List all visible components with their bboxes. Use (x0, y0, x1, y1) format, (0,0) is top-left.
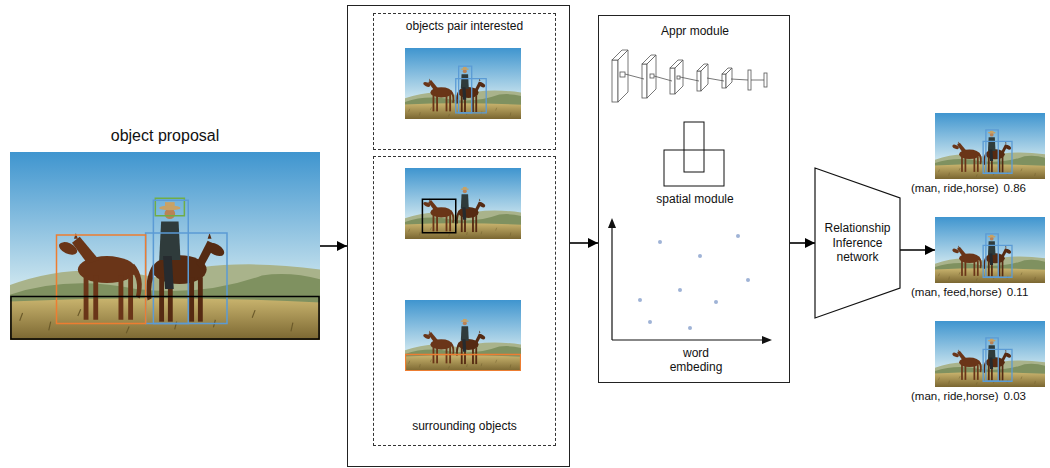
module-label: spatial module (635, 192, 755, 206)
photo-scene (405, 48, 521, 119)
result-score: 0.86 (1004, 182, 1026, 196)
trapezoid-shape (815, 168, 900, 318)
flow-arrow (320, 245, 347, 247)
result-photo: (man, ride,horse)0.86 (935, 113, 1045, 179)
photo (405, 300, 521, 371)
photo-scene (405, 168, 521, 239)
bounding-box (405, 355, 520, 371)
photo-scene (10, 152, 320, 340)
result-caption: (man, ride,horse) (911, 182, 999, 196)
dashed-group: objects pair interested (373, 13, 556, 150)
bounding-box (153, 200, 188, 323)
spatial-sketch (664, 122, 724, 186)
photo-scene (935, 321, 1045, 387)
dashed-group: surrounding objects (373, 156, 556, 446)
photo-scene (935, 217, 1045, 283)
bounding-box (11, 297, 319, 339)
flow-arrow (900, 249, 935, 251)
bounding-box (422, 199, 455, 232)
flow-arrow (790, 242, 815, 244)
result-photo: (man, ride,horse)0.03 (935, 321, 1045, 387)
bounding-box (986, 234, 998, 277)
group-label: objects pair interested (374, 19, 555, 33)
photo-scene (405, 300, 521, 371)
bounding-box (986, 338, 998, 381)
group-label: surrounding objects (374, 419, 555, 433)
trapezoid-label: Relationship Inference network (823, 221, 892, 264)
stage-panel: objects pair interested surrounding objec… (347, 5, 570, 467)
module-panel: Appr module spatial module word embeding (598, 15, 790, 383)
scatter-plot (608, 218, 772, 344)
photo (405, 48, 521, 119)
bounding-box (983, 245, 1012, 277)
photo (935, 217, 1045, 283)
bounding-box (57, 235, 146, 324)
photo (935, 321, 1045, 387)
module-label: word embeding (665, 346, 727, 375)
photo-heading: object proposal (10, 126, 320, 145)
photo-node: object proposal (10, 152, 320, 340)
bounding-box (986, 130, 998, 173)
bounding-box (146, 233, 227, 324)
bounding-box (983, 349, 1012, 381)
inference-trapezoid: Relationship Inference network (815, 168, 900, 318)
photo (935, 113, 1045, 179)
result-caption: (man, ride,horse) (911, 390, 999, 404)
result-photo: (man, feed,horse)0.11 (935, 217, 1045, 283)
result-score: 0.03 (1004, 390, 1026, 404)
bounding-box (983, 141, 1012, 173)
module-label: Appr module (635, 24, 755, 38)
result-caption: (man, feed,horse) (911, 286, 1002, 300)
result-score: 0.11 (1007, 286, 1029, 300)
photo (405, 168, 521, 239)
cnn-sketch (612, 50, 767, 102)
photo (10, 152, 320, 340)
bounding-box (459, 66, 472, 113)
flow-arrow (570, 242, 598, 244)
photo-scene (935, 113, 1045, 179)
bounding-box (456, 79, 486, 113)
